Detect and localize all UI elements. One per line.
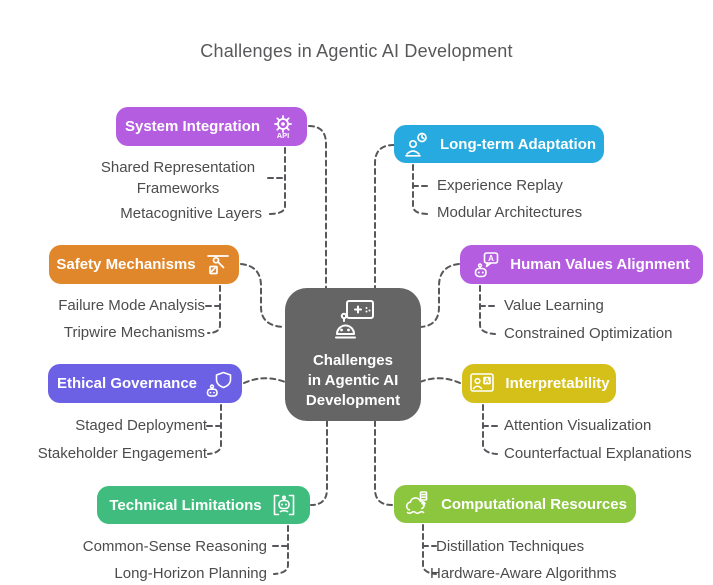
- svg-text:API: API: [277, 131, 290, 140]
- connector-human-values-center: [419, 263, 460, 328]
- node-interpretability: A Interpretability: [462, 364, 616, 403]
- subitem-experience-replay: Experience Replay: [437, 177, 563, 194]
- subitem-metacognitive-layers: Metacognitive Layers: [120, 205, 262, 222]
- subitem-modular-architectures: Modular Architectures: [437, 204, 583, 221]
- robot-presentation-icon: [330, 298, 376, 347]
- node-computational-resources-label: Computational Resources: [441, 495, 627, 513]
- connector-ethical-governance-center: [243, 377, 286, 384]
- node-human-values-alignment-label: Human Values Alignment: [510, 256, 690, 273]
- gear-api-icon: API: [268, 113, 298, 140]
- node-ethical-governance-label: Ethical Governance: [56, 375, 198, 392]
- subitem-value-learning: Value Learning: [504, 297, 604, 314]
- subitem-constrained-optimization: Constrained Optimization: [504, 325, 673, 342]
- subitem-failure-mode-analysis: Failure Mode Analysis: [58, 297, 205, 314]
- diagram-title: Challenges in Agentic AI Development: [200, 41, 513, 61]
- connector-safety-mechanisms-center: [240, 263, 285, 328]
- subitem-stakeholder-engagement: Stakeholder Engagement: [37, 445, 207, 462]
- node-computational-resources: Computational Resources: [394, 485, 636, 523]
- node-long-term-adaptation-label: Long-term Adaptation: [439, 135, 597, 153]
- connector-system-integration-children: [268, 147, 286, 215]
- node-technical-limitations-label: Technical Limitations: [109, 496, 262, 514]
- subitem-counterfactual-explanations: Counterfactual Explanations: [504, 445, 692, 462]
- node-interpretability-label: Interpretability: [505, 375, 610, 392]
- node-safety-mechanisms-label: Safety Mechanisms: [56, 256, 196, 273]
- center-node: Challenges in Agentic AI Development: [285, 288, 421, 421]
- connector-safety-mechanisms-children: [207, 285, 221, 334]
- connector-technical-limitations-children: [273, 525, 289, 575]
- subitem-hardware-aware-algorithms: Hardware-Aware Algorithms: [430, 565, 617, 582]
- connector-longterm-adaptation-children: [412, 164, 430, 215]
- robot-chat-icon: A: [473, 251, 502, 279]
- subitem-distillation-techniques: Distillation Techniques: [436, 538, 585, 555]
- node-system-integration-label: System Integration: [124, 118, 261, 135]
- connector-computational-resources-center: [374, 420, 393, 506]
- connector-interpretability-center: [419, 377, 461, 384]
- connector-ethical-governance-children: [207, 404, 222, 455]
- connector-system-integration-center: [308, 125, 327, 289]
- center-node-label: Challenges in Agentic AI Development: [305, 352, 401, 409]
- svg-text:A: A: [488, 254, 494, 263]
- subitem-common-sense-reasoning: Common-Sense Reasoning: [82, 538, 267, 555]
- svg-text:A: A: [485, 378, 490, 385]
- subitem-shared-representation-frameworks: Shared Representation Frameworks: [100, 159, 256, 197]
- node-technical-limitations: Technical Limitations: [97, 486, 310, 524]
- node-system-integration: System Integration API: [116, 107, 307, 146]
- connector-longterm-adaptation-center: [374, 144, 395, 289]
- node-long-term-adaptation: Long-term Adaptation: [394, 125, 604, 163]
- subitem-attention-visualization: Attention Visualization: [504, 417, 652, 434]
- connector-interpretability-children: [482, 404, 498, 455]
- person-refresh-icon: [402, 131, 432, 158]
- subitem-tripwire-mechanisms: Tripwire Mechanisms: [63, 324, 205, 341]
- robot-shield-icon: [205, 370, 233, 398]
- node-safety-mechanisms: Safety Mechanisms: [49, 245, 239, 284]
- node-human-values-alignment: A Human Values Alignment: [460, 245, 703, 284]
- subitem-staged-deployment: Staged Deployment: [75, 417, 207, 434]
- connector-technical-limitations-center: [310, 420, 328, 506]
- crane-pulley-icon: [204, 251, 232, 279]
- screen-person-icon: A: [468, 371, 497, 396]
- robot-book-icon: [270, 491, 298, 519]
- cloud-chip-icon: [403, 490, 433, 518]
- connector-human-values-children: [479, 285, 496, 335]
- node-ethical-governance: Ethical Governance: [48, 364, 242, 403]
- subitem-long-horizon-planning: Long-Horizon Planning: [114, 565, 267, 582]
